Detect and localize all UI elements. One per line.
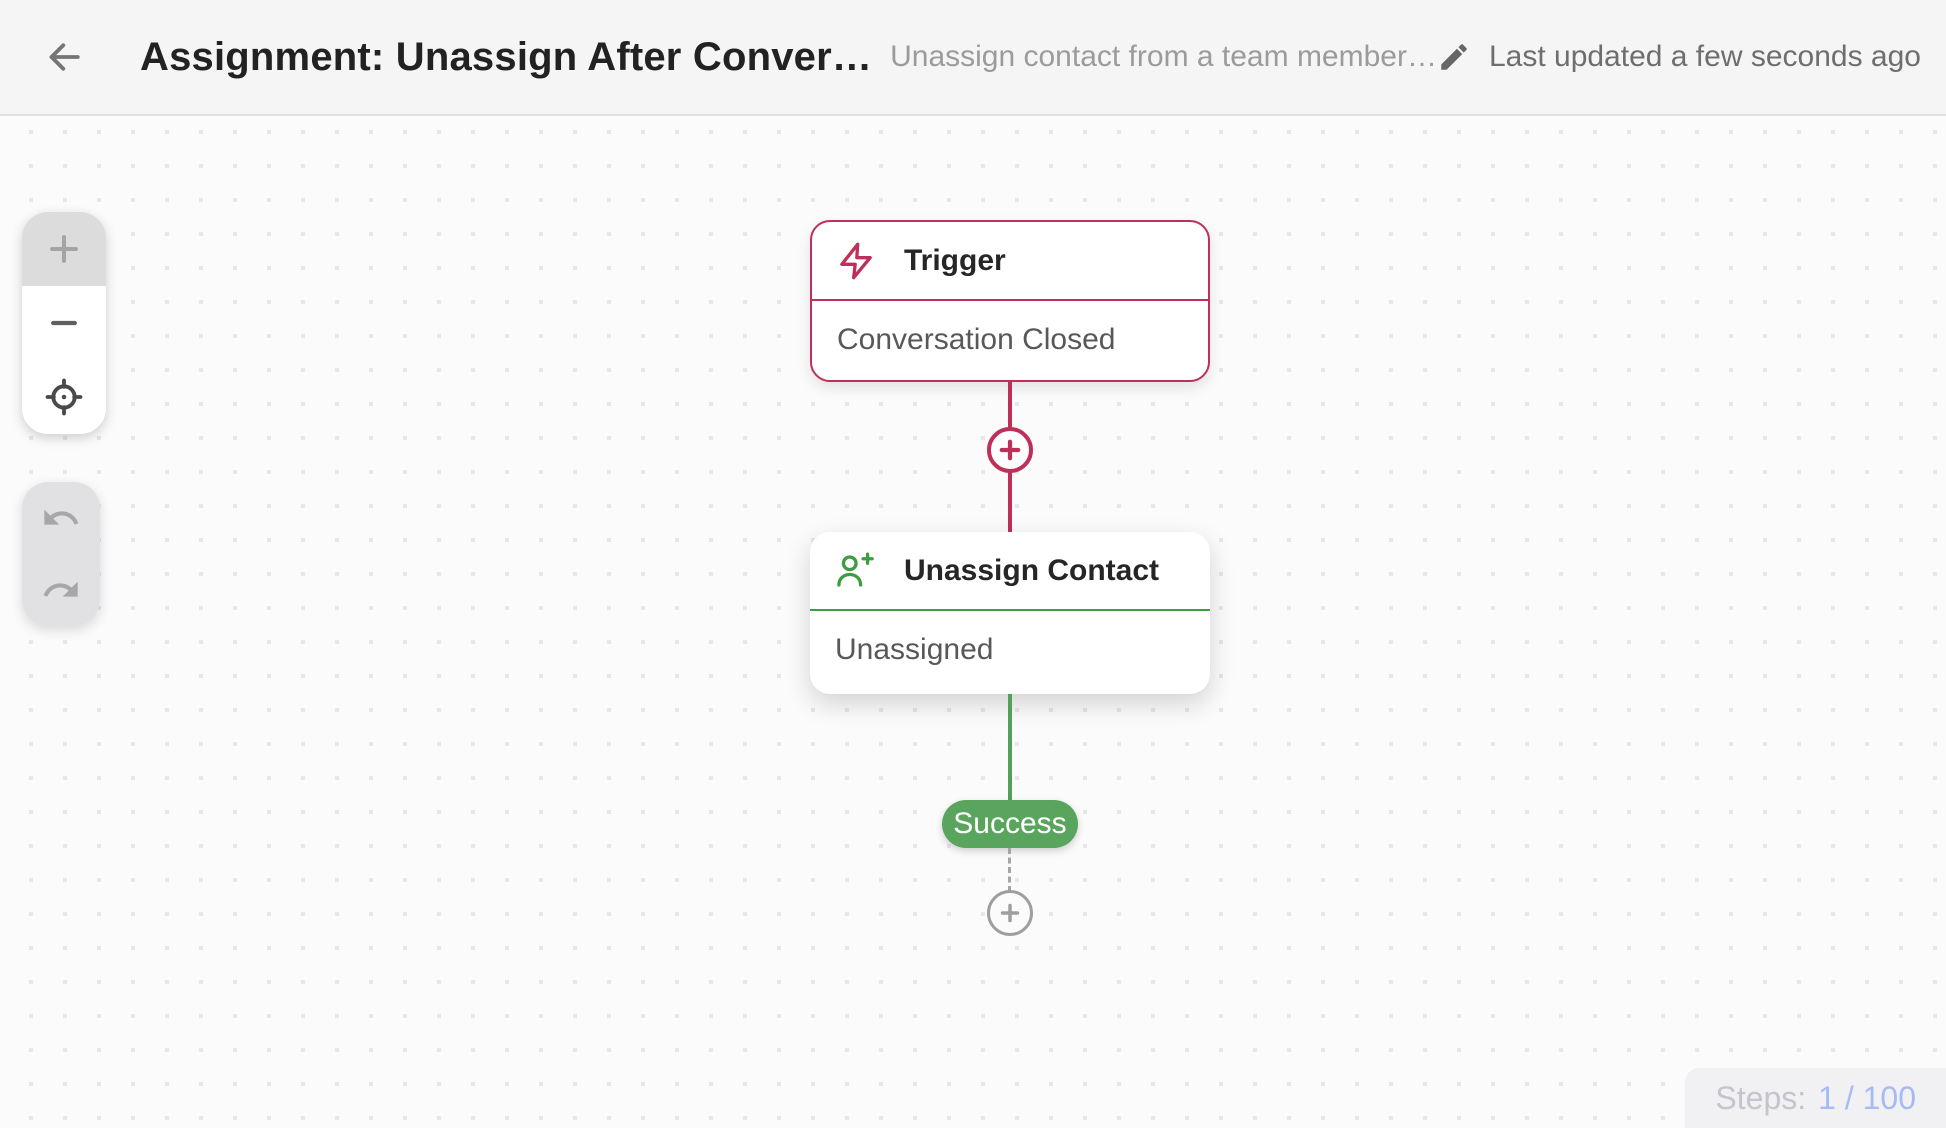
recenter-button[interactable] <box>22 360 106 434</box>
zoom-in-button[interactable] <box>22 212 106 286</box>
pencil-icon[interactable] <box>1437 40 1471 74</box>
history-controls <box>22 482 100 626</box>
crosshair-icon <box>45 378 83 416</box>
app-header: Assignment: Unassign After Conver… Unass… <box>0 0 1946 116</box>
workflow-subtitle: Unassign contact from a team member… <box>890 40 1437 73</box>
last-updated-text: Last updated a few seconds ago <box>1488 40 1921 73</box>
connector-action-to-success <box>1008 694 1012 800</box>
unassign-node-title: Unassign Contact <box>904 553 1160 587</box>
redo-icon <box>43 581 78 597</box>
trigger-node[interactable]: Trigger Conversation Closed <box>810 220 1210 382</box>
arrow-left-icon <box>49 43 80 71</box>
add-step-placeholder-button[interactable] <box>987 890 1033 936</box>
plus-circle-icon <box>999 439 1021 461</box>
connector-success-dashed <box>1008 848 1011 892</box>
plus-circle-icon <box>1000 903 1020 923</box>
plus-icon <box>50 235 78 263</box>
unassign-node-header: Unassign Contact <box>810 532 1210 611</box>
trigger-node-detail: Conversation Closed <box>837 323 1116 356</box>
last-updated-group: Last updated a few seconds ago <box>1437 40 1921 74</box>
steps-label: Steps: <box>1715 1079 1807 1116</box>
trigger-node-header: Trigger <box>812 222 1208 301</box>
workflow-title: Assignment: Unassign After Conver… <box>140 34 873 79</box>
success-branch-label: Success <box>942 800 1078 848</box>
user-plus-icon <box>834 550 876 592</box>
unassign-node-detail: Unassigned <box>835 633 994 666</box>
undo-icon <box>44 509 79 525</box>
minus-icon <box>51 320 77 326</box>
lightning-bolt-icon <box>836 241 876 281</box>
trigger-node-title: Trigger <box>904 243 1006 277</box>
back-button[interactable] <box>40 33 88 81</box>
unassign-contact-node[interactable]: Unassign Contact Unassigned <box>810 532 1210 694</box>
undo-button[interactable] <box>22 482 100 554</box>
add-step-button[interactable] <box>987 427 1033 473</box>
zoom-out-button[interactable] <box>22 286 106 360</box>
redo-button[interactable] <box>22 554 100 626</box>
workflow-canvas[interactable]: Trigger Conversation Closed Unassign Con… <box>0 116 1946 1128</box>
steps-counter: Steps: 1 / 100 <box>1685 1068 1946 1128</box>
steps-value: 1 / 100 <box>1818 1079 1916 1116</box>
zoom-controls <box>22 212 106 434</box>
